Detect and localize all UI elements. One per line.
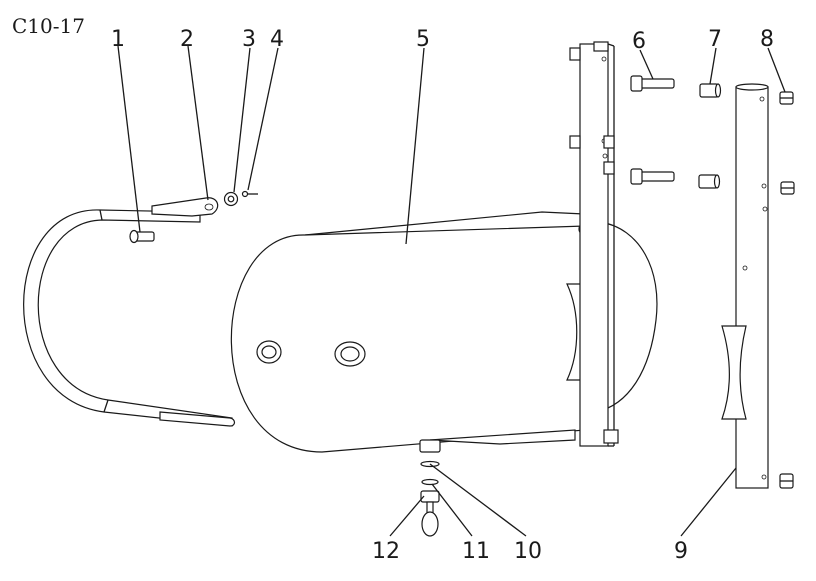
- leader-lines: [117, 45, 786, 537]
- knob-bolt-part-12: [420, 490, 440, 537]
- callout-numbers: 1 2 3 4 5 6 7 8 9 10 11 12: [111, 27, 774, 564]
- callout-1: 1: [111, 27, 125, 52]
- callout-8: 8: [760, 27, 774, 52]
- callout-10: 10: [514, 539, 542, 564]
- nut-part-8: [779, 91, 795, 489]
- callout-6: 6: [632, 29, 646, 54]
- callout-12: 12: [372, 539, 400, 564]
- pin-part-1: [129, 229, 155, 244]
- tube-bracket-part-9: [721, 83, 769, 489]
- cotter-pin-part-4: [241, 190, 258, 198]
- callout-5: 5: [416, 27, 430, 52]
- washer-part-11: [421, 478, 439, 486]
- bolt-part-6: [630, 75, 675, 185]
- callout-3: 3: [242, 27, 256, 52]
- callout-2: 2: [180, 27, 194, 52]
- strap-guard: [23, 197, 236, 427]
- callout-7: 7: [708, 27, 722, 52]
- mounting-bar: [569, 41, 619, 447]
- sleeve-part-7: [698, 83, 722, 189]
- figure-code: C10-17: [12, 14, 85, 38]
- washer-part-3: [223, 191, 239, 207]
- callout-11: 11: [462, 539, 490, 564]
- callout-4: 4: [270, 27, 284, 52]
- callout-9: 9: [674, 539, 688, 564]
